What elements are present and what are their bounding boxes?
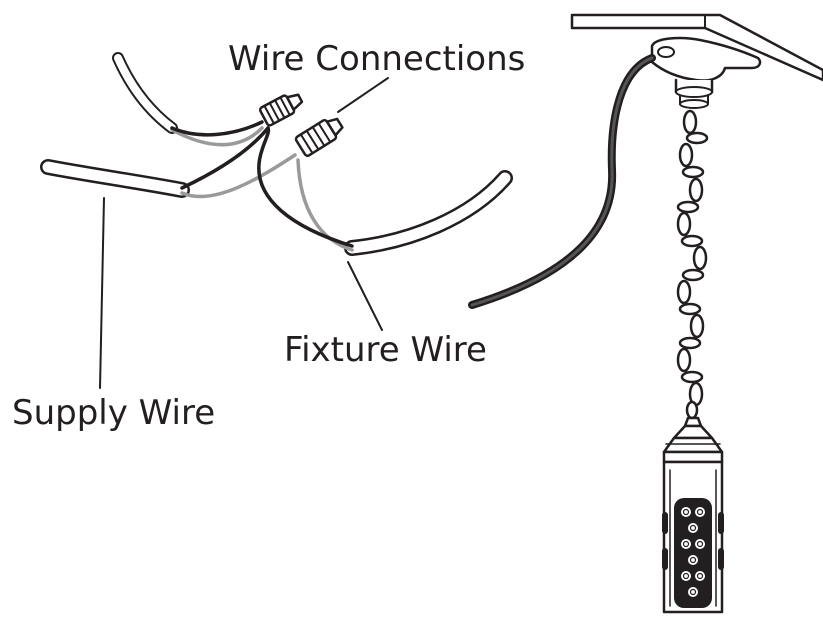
gray-conductors <box>170 126 354 252</box>
lamp-cap <box>662 416 724 464</box>
supply-cable <box>40 159 190 198</box>
power-cord <box>468 54 656 309</box>
wiring-illustration <box>40 52 513 389</box>
leader-lines <box>99 77 389 389</box>
top-cable <box>112 52 178 134</box>
ceiling <box>570 13 823 82</box>
fixture-cable <box>344 170 513 256</box>
wire-nut-2 <box>294 117 344 157</box>
black-conductors <box>170 120 354 248</box>
pendant-fixture <box>468 13 823 614</box>
supply-wire-label: Supply Wire <box>12 393 216 433</box>
wire-connections-label: Wire Connections <box>228 39 526 79</box>
lamp-body <box>662 460 724 614</box>
fixture-wire-label: Fixture Wire <box>284 330 487 370</box>
chain <box>676 109 709 420</box>
wire-nut-1 <box>258 93 304 127</box>
leader-supply-wire <box>99 197 105 389</box>
canopy <box>650 36 762 109</box>
leader-wire-connections <box>337 77 389 113</box>
leader-fixture-wire <box>347 261 383 331</box>
